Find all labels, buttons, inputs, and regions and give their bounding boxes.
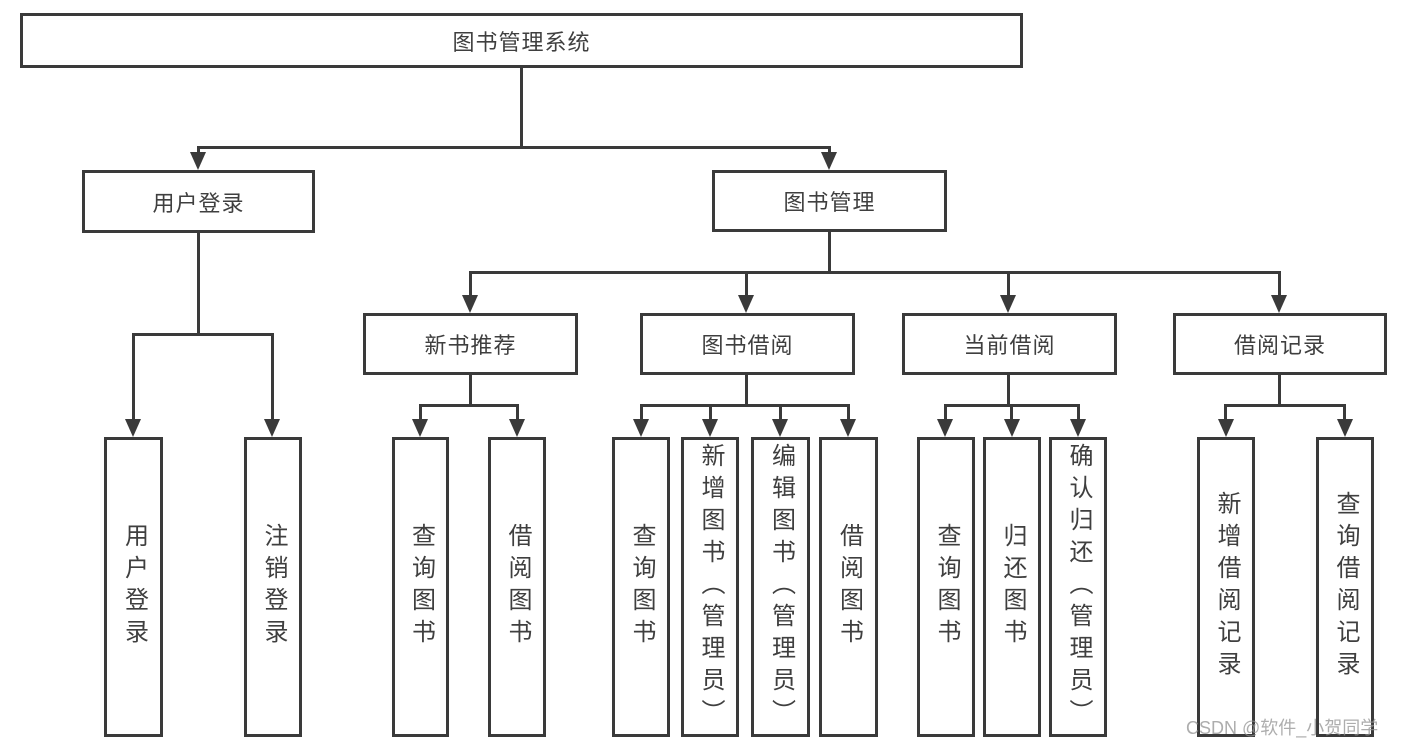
leaf-query-borrow-record-label: 查询借阅记录 xyxy=(1332,491,1359,683)
node-book-borrow-label: 图书借阅 xyxy=(701,333,794,358)
connector-line xyxy=(1278,271,1281,299)
arrow-down-icon xyxy=(840,419,856,437)
arrow-down-icon xyxy=(1218,419,1234,437)
node-borrow-records: 借阅记录 xyxy=(1173,313,1387,375)
connector-line xyxy=(709,404,712,422)
csdn-watermark: CSDN @软件_小贺同学 xyxy=(1186,718,1379,738)
connector-line xyxy=(1010,404,1013,422)
connector-line xyxy=(745,271,748,299)
leaf-add-books-admin-label: 新增图书（管理员） xyxy=(697,443,724,731)
arrow-down-icon xyxy=(412,419,428,437)
leaf-query-books-2-label: 查询图书 xyxy=(628,523,655,651)
connector-line xyxy=(745,375,748,407)
node-new-book-recommend-label: 新书推荐 xyxy=(424,333,517,358)
node-user-login-label: 用户登录 xyxy=(152,190,245,216)
arrow-down-icon xyxy=(633,419,649,437)
leaf-return-books: 归还图书 xyxy=(983,437,1041,737)
leaf-borrow-books-1: 借阅图书 xyxy=(488,437,546,737)
node-root-label: 图书管理系统 xyxy=(452,29,591,55)
connector-line xyxy=(640,404,850,407)
connector-line xyxy=(1224,404,1346,407)
arrow-down-icon xyxy=(1004,419,1020,437)
connector-line xyxy=(779,404,782,422)
leaf-query-books-2: 查询图书 xyxy=(612,437,670,737)
connector-line xyxy=(1077,404,1080,422)
arrow-down-icon xyxy=(937,419,953,437)
leaf-confirm-return-admin-label: 确认归还（管理员） xyxy=(1065,443,1092,731)
arrow-down-icon xyxy=(821,152,837,170)
node-root: 图书管理系统 xyxy=(20,13,1023,68)
arrow-down-icon xyxy=(1000,295,1016,313)
arrow-down-icon xyxy=(1337,419,1353,437)
arrow-down-icon xyxy=(462,295,478,313)
leaf-query-borrow-record: 查询借阅记录 xyxy=(1316,437,1374,737)
leaf-query-books-1: 查询图书 xyxy=(392,437,449,737)
leaf-borrow-books-2-label: 借阅图书 xyxy=(835,523,863,651)
connector-line xyxy=(132,333,135,423)
connector-line xyxy=(944,404,947,422)
arrow-down-icon xyxy=(702,419,718,437)
connector-line xyxy=(1007,375,1010,407)
connector-line xyxy=(1007,271,1010,299)
leaf-edit-books-admin: 编辑图书（管理员） xyxy=(751,437,810,737)
leaf-user-login: 用户登录 xyxy=(104,437,163,737)
leaf-confirm-return-admin: 确认归还（管理员） xyxy=(1049,437,1107,737)
leaf-user-login-label: 用户登录 xyxy=(120,523,148,651)
leaf-logout: 注销登录 xyxy=(244,437,302,737)
leaf-add-borrow-record-label: 新增借阅记录 xyxy=(1213,491,1240,683)
connector-line xyxy=(828,146,831,156)
leaf-add-borrow-record: 新增借阅记录 xyxy=(1197,437,1255,737)
node-user-login: 用户登录 xyxy=(82,170,315,233)
node-book-borrow: 图书借阅 xyxy=(640,313,855,375)
connector-line xyxy=(271,333,274,423)
arrow-down-icon xyxy=(738,295,754,313)
connector-line xyxy=(1343,404,1346,422)
leaf-query-books-3-label: 查询图书 xyxy=(933,523,960,651)
connector-line xyxy=(419,404,422,422)
leaf-query-books-1-label: 查询图书 xyxy=(407,523,435,651)
connector-line xyxy=(132,333,274,336)
node-book-management: 图书管理 xyxy=(712,170,947,232)
leaf-add-books-admin: 新增图书（管理员） xyxy=(681,437,739,737)
leaf-borrow-books-2: 借阅图书 xyxy=(819,437,878,737)
connector-line xyxy=(1224,404,1227,422)
connector-line xyxy=(516,404,519,422)
connector-line xyxy=(640,404,643,422)
arrow-down-icon xyxy=(1271,295,1287,313)
node-borrow-records-label: 借阅记录 xyxy=(1233,333,1326,358)
connector-line xyxy=(847,404,850,422)
leaf-logout-label: 注销登录 xyxy=(260,523,287,651)
connector-line xyxy=(469,271,1281,274)
arrow-down-icon xyxy=(125,419,141,437)
connector-line xyxy=(469,375,472,407)
leaf-query-books-3: 查询图书 xyxy=(917,437,975,737)
node-current-borrow-label: 当前借阅 xyxy=(963,333,1056,358)
node-book-management-label: 图书管理 xyxy=(783,190,876,215)
leaf-borrow-books-1-label: 借阅图书 xyxy=(504,523,531,651)
arrow-down-icon xyxy=(264,419,280,437)
connector-line xyxy=(197,146,831,149)
connector-line xyxy=(469,271,472,299)
node-new-book-recommend: 新书推荐 xyxy=(363,313,578,375)
arrow-down-icon xyxy=(772,419,788,437)
node-current-borrow: 当前借阅 xyxy=(902,313,1117,375)
connector-line xyxy=(520,68,523,148)
arrow-down-icon xyxy=(190,152,206,170)
connector-line xyxy=(197,233,200,336)
leaf-edit-books-admin-label: 编辑图书（管理员） xyxy=(767,443,795,731)
connector-line xyxy=(1278,375,1281,407)
leaf-return-books-label: 归还图书 xyxy=(999,523,1026,651)
connector-line xyxy=(197,146,200,156)
connector-line xyxy=(419,404,519,407)
connector-line xyxy=(828,232,831,274)
arrow-down-icon xyxy=(509,419,525,437)
arrow-down-icon xyxy=(1070,419,1086,437)
